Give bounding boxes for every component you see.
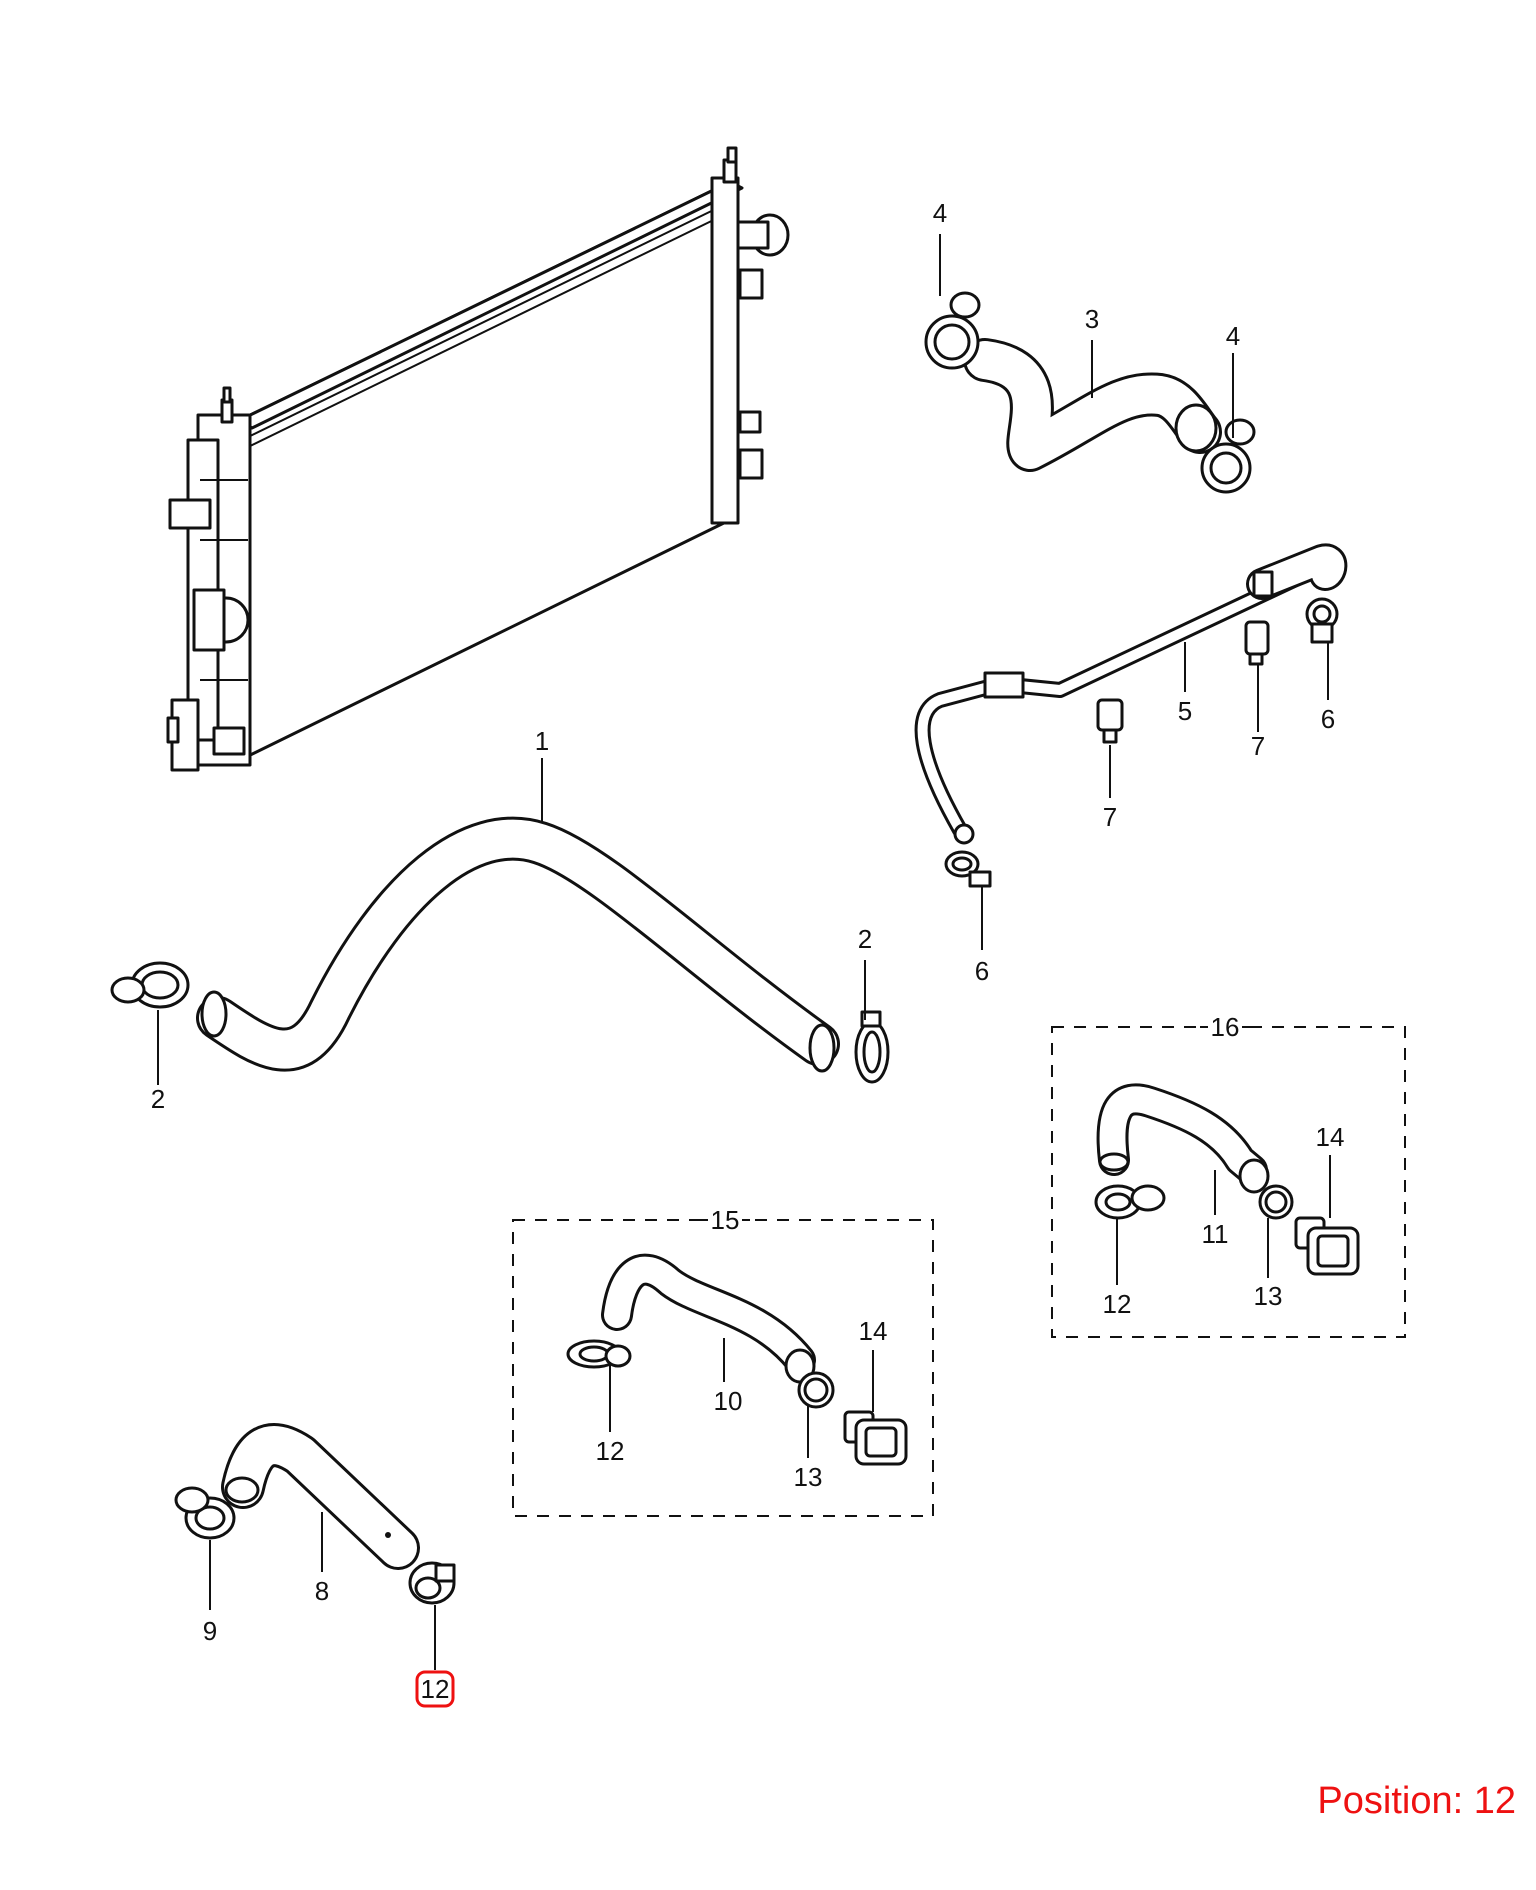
clip-7-right[interactable] bbox=[1244, 620, 1270, 666]
callout-5[interactable]: 5 bbox=[1178, 696, 1192, 726]
o-ring-13-group16[interactable] bbox=[1258, 1184, 1294, 1220]
hose-clamp-6-lower[interactable] bbox=[944, 850, 992, 888]
callout-2-right[interactable]: 2 bbox=[858, 924, 872, 954]
callout-4-lower[interactable]: 4 bbox=[1226, 321, 1240, 351]
hose-clamp-4-lower[interactable] bbox=[1200, 418, 1256, 494]
hose-8[interactable] bbox=[221, 1423, 420, 1570]
callout-6-lower[interactable]: 6 bbox=[975, 956, 989, 986]
callout-14-group16[interactable]: 14 bbox=[1316, 1122, 1345, 1152]
callout-13-group15[interactable]: 13 bbox=[794, 1462, 823, 1492]
clip-7-left[interactable] bbox=[1096, 698, 1124, 744]
hose-clamp-6-upper[interactable] bbox=[1305, 597, 1339, 644]
hose-clamp-12-group15[interactable] bbox=[566, 1339, 632, 1369]
selected-callout-highlight bbox=[415, 1670, 455, 1708]
hose-clamp-4-upper[interactable] bbox=[924, 291, 981, 370]
callout-12-selected[interactable]: 12 bbox=[421, 1674, 450, 1704]
connector-14-group16[interactable] bbox=[1294, 1216, 1360, 1276]
callout-12-group15[interactable]: 12 bbox=[596, 1436, 625, 1466]
callout-11[interactable]: 11 bbox=[1202, 1219, 1229, 1249]
hose-11[interactable] bbox=[1096, 1083, 1270, 1194]
callout-16[interactable]: 16 bbox=[1211, 1012, 1240, 1042]
callout-8[interactable]: 8 bbox=[315, 1576, 329, 1606]
radiator-lower-hose-1[interactable] bbox=[196, 816, 840, 1073]
hose-10[interactable] bbox=[601, 1253, 816, 1384]
callout-6-upper[interactable]: 6 bbox=[1321, 704, 1335, 734]
callout-10[interactable]: 10 bbox=[714, 1386, 743, 1416]
callout-3[interactable]: 3 bbox=[1085, 304, 1099, 334]
position-readout: Position: 12 bbox=[1317, 1780, 1516, 1822]
callout-15[interactable]: 15 bbox=[711, 1205, 740, 1235]
callout-12-group16[interactable]: 12 bbox=[1103, 1289, 1132, 1319]
callout-7-left[interactable]: 7 bbox=[1103, 802, 1117, 832]
callout-13-group16[interactable]: 13 bbox=[1254, 1281, 1283, 1311]
o-ring-13-group15[interactable] bbox=[797, 1371, 835, 1409]
hose-clamp-9[interactable] bbox=[174, 1486, 236, 1540]
radiator[interactable] bbox=[166, 146, 790, 772]
hose-clamp-2-right[interactable] bbox=[854, 1010, 890, 1084]
callout-9[interactable]: 9 bbox=[203, 1616, 217, 1646]
coolant-bypass-pipe-5[interactable] bbox=[914, 543, 1348, 845]
radiator-upper-hose-3[interactable] bbox=[963, 338, 1222, 472]
callouts: 1 2 2 3 4 4 5 6 6 7 7 8 9 12 10 12 13 14… bbox=[151, 198, 1345, 1704]
callout-2-left[interactable]: 2 bbox=[151, 1084, 165, 1114]
hose-clamp-2-left[interactable] bbox=[110, 961, 190, 1009]
callout-7-right[interactable]: 7 bbox=[1251, 731, 1265, 761]
hose-clamp-12-selected[interactable] bbox=[408, 1561, 456, 1605]
callout-4-upper[interactable]: 4 bbox=[933, 198, 947, 228]
callout-14-group15[interactable]: 14 bbox=[859, 1316, 888, 1346]
connector-14-group15[interactable] bbox=[843, 1410, 908, 1466]
hose-clamp-12-group16[interactable] bbox=[1094, 1184, 1166, 1220]
callout-1[interactable]: 1 bbox=[535, 726, 549, 756]
leader-lines bbox=[157, 234, 1331, 1670]
